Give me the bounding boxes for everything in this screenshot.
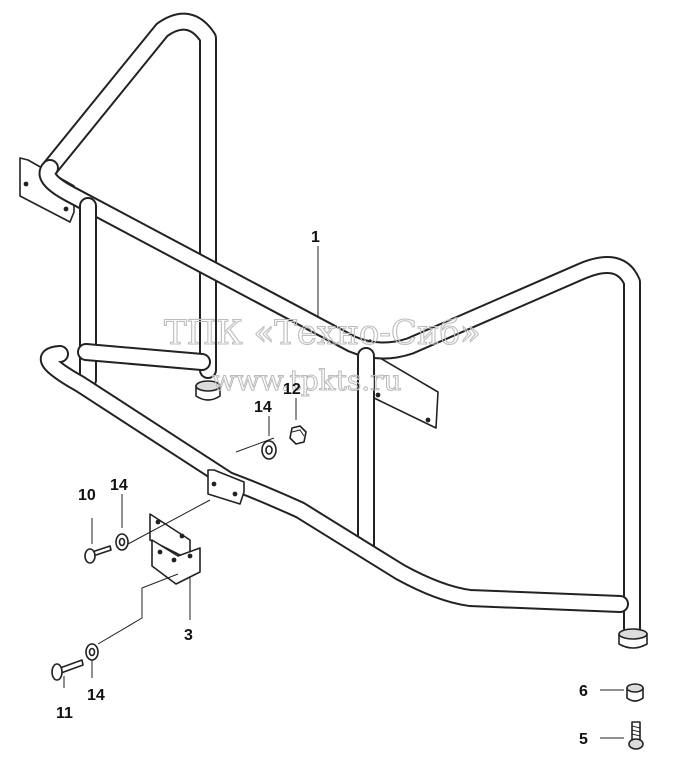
callout-14-top: 14: [254, 399, 272, 416]
callout-10: 10: [78, 487, 96, 504]
washer-14-bottom: [85, 643, 99, 661]
nut-12: [289, 425, 307, 445]
watermark-company: ТПК «Техно-Сиб»: [164, 313, 481, 353]
guard-frame: [38, 12, 641, 637]
callout-14-bottom: 14: [87, 687, 105, 704]
left-foot: [195, 380, 221, 401]
right-foot: [618, 628, 648, 649]
nut-6: [626, 683, 644, 702]
left-mounting-plate: [19, 157, 75, 223]
bolt-5: [628, 721, 644, 750]
bolt-11: [51, 659, 84, 681]
washer-14-top: [261, 440, 277, 460]
callout-11: 11: [56, 705, 73, 722]
bracket: [149, 513, 201, 585]
welded-tab: [207, 469, 245, 505]
callout-1: 1: [311, 229, 320, 246]
bolt-10: [84, 545, 112, 564]
washer-14-middle: [115, 533, 129, 551]
callout-5: 5: [579, 731, 588, 748]
callout-12: 12: [283, 381, 301, 398]
callout-3: 3: [184, 627, 193, 644]
callout-6: 6: [579, 683, 588, 700]
callout-14-middle: 14: [110, 477, 128, 494]
watermark-url: www.tpkts.ru: [212, 364, 402, 397]
